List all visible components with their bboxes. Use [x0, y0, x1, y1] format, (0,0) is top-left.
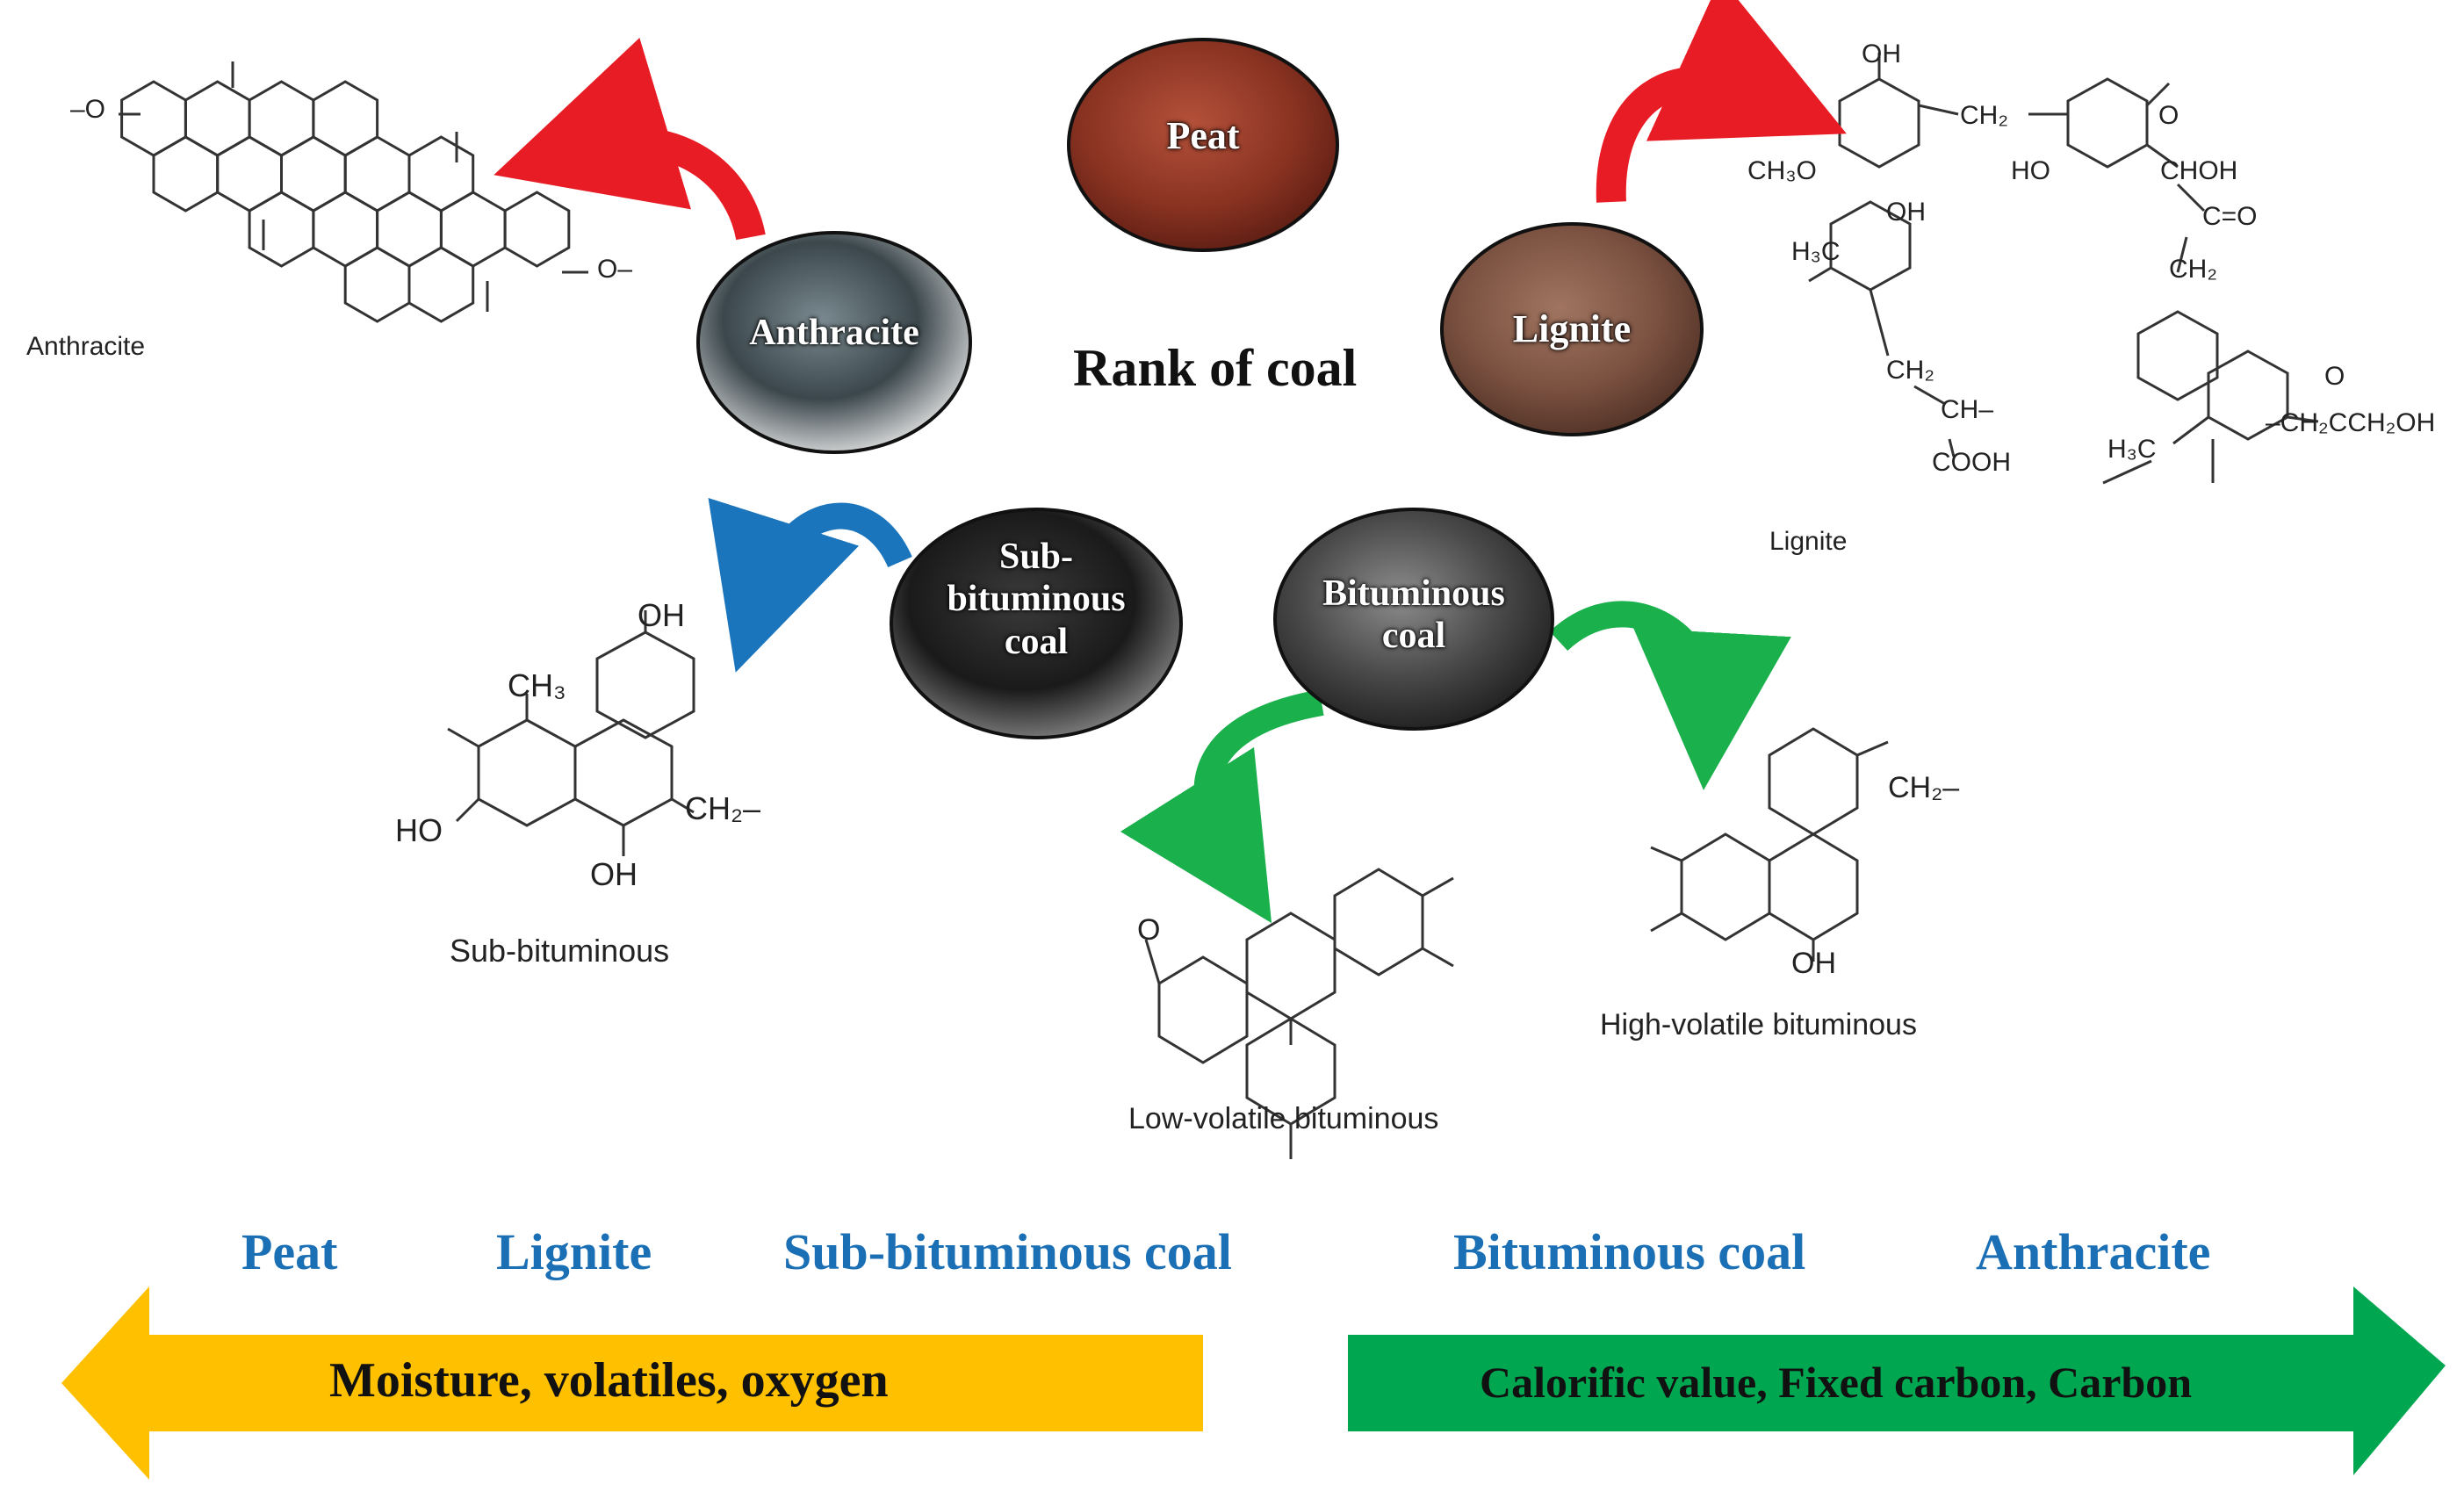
rank-peat: Peat	[241, 1223, 338, 1280]
anthracite-ring	[248, 191, 315, 268]
lignite-o-oh: OH	[1886, 198, 1926, 227]
subbituminous-sample	[890, 508, 1183, 739]
lignite-structure-label: Lignite	[1769, 527, 1848, 556]
subbituminous-ho: HO	[395, 812, 443, 848]
anthracite-ring	[407, 135, 475, 213]
anthracite-sample-label: Anthracite	[749, 313, 919, 353]
red-arrow-right	[1596, 0, 1847, 203]
anthracite-ring	[248, 80, 315, 157]
anthracite-ring	[120, 80, 187, 157]
anthracite-ring	[280, 135, 347, 213]
lignite-ceo: C=O	[2202, 202, 2258, 231]
diagram-title: Rank of coal	[1073, 339, 1358, 397]
anthracite-ring	[312, 191, 379, 268]
green-arrow-high-volatile	[1549, 601, 1791, 790]
right-arrow-shape	[1348, 1286, 2446, 1475]
lignite-ch2-low: CH₂	[1886, 356, 1934, 385]
anthracite-structure-label: Anthracite	[26, 332, 146, 361]
anthracite-ring	[184, 80, 251, 157]
subbituminous-line-1: Sub-	[998, 537, 1074, 577]
subbituminous-oh-top: OH	[638, 597, 685, 633]
anthracite-ring	[216, 135, 283, 213]
rank-subbituminous: Sub-bituminous coal	[783, 1223, 1232, 1280]
lignite-oh-top: OH	[1862, 40, 1901, 68]
subbituminous-structure-label: Sub-bituminous	[450, 933, 670, 969]
lignite-ch2-top: CH₂	[1960, 101, 2008, 130]
blue-arrow	[708, 497, 912, 673]
anthracite-ring	[439, 191, 507, 268]
left-arrow-text: Moisture, volatiles, oxygen	[329, 1353, 889, 1408]
subbituminous-ch2: CH₂–	[685, 790, 760, 826]
anthracite-o-right: O–	[597, 255, 633, 284]
anthracite-ring	[407, 246, 475, 323]
high-volatile-ch2: CH₂–	[1888, 771, 1960, 804]
lignite-sample-label: Lignite	[1512, 307, 1632, 350]
lignite-sample	[1440, 222, 1704, 436]
lignite-o-small: O	[2324, 362, 2345, 391]
anthracite-ring	[152, 135, 220, 213]
bituminous-sample	[1273, 508, 1554, 731]
bituminous-line-2: coal	[1381, 616, 1446, 657]
anthracite-o-left: –O	[70, 95, 106, 124]
green-arrow-low-volatile	[1120, 689, 1324, 924]
anthracite-ring	[312, 80, 379, 157]
anthracite-sample	[696, 231, 972, 454]
subbituminous-ch3: CH₃	[508, 667, 566, 703]
lignite-ch2-mid: CH₂	[2169, 255, 2217, 284]
lignite-cooh: COOH	[1932, 448, 2011, 477]
low-volatile-o: O	[1137, 913, 1161, 947]
lignite-structure	[1808, 53, 2319, 485]
anthracite-ring	[343, 135, 411, 213]
lignite-ho: HO	[2011, 156, 2050, 185]
high-volatile-structure	[1650, 727, 1889, 962]
lignite-ch2cch2oh: –CH₂CCH₂OH	[2266, 408, 2436, 437]
subbituminous-line-3: coal	[1004, 621, 1069, 662]
red-arrow-left	[494, 38, 766, 241]
lignite-ch-dash: CH–	[1941, 395, 1994, 424]
subbituminous-line-2: bituminous	[947, 579, 1126, 620]
rank-bituminous: Bituminous coal	[1453, 1223, 1806, 1280]
left-arrow-shape	[61, 1286, 1203, 1480]
bituminous-sample-label: Bituminous coal	[1282, 573, 1545, 658]
right-arrow-text: Calorific value, Fixed carbon, Carbon	[1480, 1358, 2193, 1407]
high-volatile-oh: OH	[1791, 947, 1836, 980]
lignite-choh: CHOH	[2160, 156, 2238, 185]
anthracite-ring	[503, 191, 571, 268]
bituminous-line-1: Bituminous	[1322, 573, 1505, 614]
lignite-h3c-bottom: H₃C	[2107, 435, 2157, 464]
low-volatile-structure-label: Low-volatile bituminous	[1128, 1102, 1439, 1135]
lignite-h3c-top: H₃C	[1791, 237, 1841, 266]
lignite-ch3o: CH₃O	[1747, 156, 1817, 185]
rank-lignite: Lignite	[496, 1223, 652, 1280]
high-volatile-structure-label: High-volatile bituminous	[1600, 1008, 1917, 1041]
low-volatile-structure	[1144, 868, 1454, 1159]
subbituminous-sample-label: Sub- bituminous coal	[913, 536, 1159, 663]
lignite-o-ring: O	[2158, 101, 2179, 130]
anthracite-structure	[119, 61, 588, 323]
rank-anthracite: Anthracite	[1976, 1223, 2211, 1280]
anthracite-ring	[376, 191, 443, 268]
subbituminous-structure	[447, 610, 695, 856]
anthracite-ring	[343, 246, 411, 323]
peat-sample-label: Peat	[1166, 114, 1240, 157]
subbituminous-oh-bottom: OH	[590, 856, 638, 892]
peat-sample	[1067, 38, 1339, 252]
